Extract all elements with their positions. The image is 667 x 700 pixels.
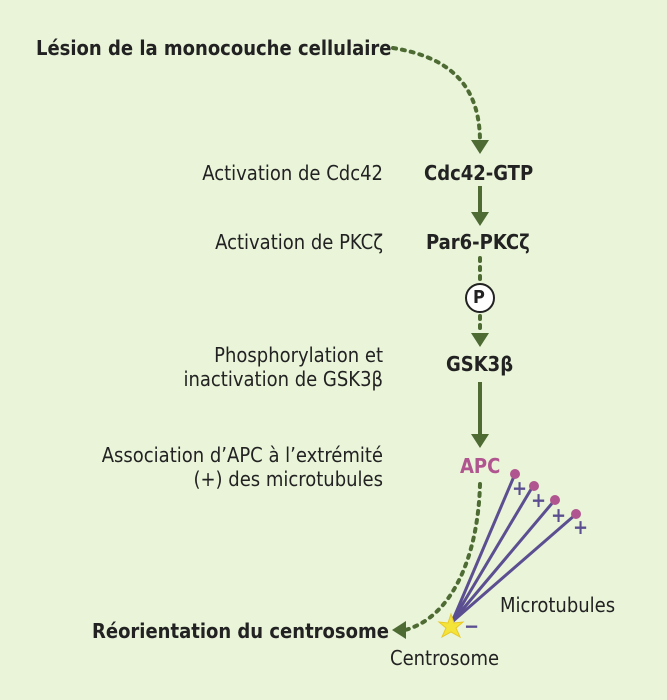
microtubule-1: [450, 473, 517, 623]
step-3-description-line2: inactivation de GSK3β: [183, 367, 383, 391]
plus-end-dot-1: [510, 469, 520, 479]
step-2-description: Activation de PKCζ: [215, 230, 383, 254]
start-label: Lésion de la monocouche cellulaire: [36, 36, 392, 60]
arrowhead-apc: [471, 434, 489, 448]
microtubule-3: [450, 500, 556, 623]
arrowhead-par6: [471, 212, 489, 226]
microtubule-4: [451, 513, 576, 624]
plus-sign-1: +: [512, 476, 528, 500]
node-cdc42-gtp: Cdc42-GTP: [424, 161, 534, 185]
microtubules-label: Microtubules: [500, 593, 616, 617]
arrowhead-centrosome: [392, 621, 406, 639]
centrosome-label: Centrosome: [390, 646, 500, 670]
arrowhead-gsk3b: [471, 333, 489, 347]
step-3-description-line1: Phosphorylation et: [214, 343, 383, 367]
node-par6-pkcz: Par6-PKCζ: [426, 230, 530, 254]
step-1-description: Activation de Cdc42: [202, 161, 383, 185]
plus-sign-2: +: [531, 488, 547, 512]
plus-end-dot-3: [550, 495, 560, 505]
step-4-description-line2: (+) des microtubules: [193, 467, 383, 491]
centrosome-star: [437, 612, 465, 639]
end-label: Réorientation du centrosome: [92, 619, 389, 643]
node-gsk3b: GSK3β: [446, 352, 514, 376]
plus-end-dot-2: [529, 481, 539, 491]
phosphate-circle: [465, 283, 495, 313]
microtubule-2: [450, 485, 535, 623]
minus-sign: −: [464, 614, 480, 638]
plus-sign-3: +: [551, 503, 567, 527]
step-4-description-line1: Association d’APC à l’extrémité: [101, 443, 383, 467]
arrow-apc-to-centrosome: [403, 482, 482, 632]
arrow-lesion-to-cdc42: [391, 46, 482, 144]
arrowhead-cdc42: [471, 140, 489, 154]
node-apc: APC: [460, 454, 501, 478]
plus-sign-4: +: [573, 515, 589, 539]
plus-end-dot-4: [571, 509, 581, 519]
phosphate-label: P: [473, 287, 485, 308]
